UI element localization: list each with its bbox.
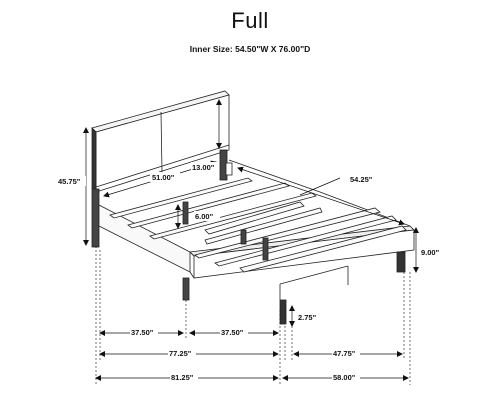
headboard-width-label: 51.00"	[152, 173, 175, 182]
side-rail-line	[237, 166, 405, 226]
headboard-height-label: 45.75"	[58, 177, 81, 186]
inner-width-label: 47.75"	[333, 349, 356, 358]
inner-size-label: Inner Size: 54.50"W X 76.00"D	[189, 44, 311, 54]
slats	[109, 177, 407, 273]
bed-illustration	[91, 90, 415, 325]
footboard-height-label: 9.00"	[421, 248, 440, 257]
leg-spacing-right-label: 37.50"	[221, 328, 244, 337]
slat-clearance-label: 6.00"	[195, 212, 214, 221]
inner-length-label: 77.25"	[169, 349, 192, 358]
leg-spacing-left-label: 37.50"	[131, 328, 154, 337]
panel-height-label: 13.00"	[192, 163, 215, 172]
overall-width-label: 58.00"	[333, 373, 356, 382]
leg-height-label: 2.75"	[298, 313, 317, 322]
side-rail-label: 54.25"	[350, 175, 373, 184]
rail-bracket	[225, 162, 233, 176]
extension-lines	[95, 246, 411, 385]
product-size-title: Full	[231, 8, 269, 33]
dimension-labels: 45.75" 51.00" 13.00" 54.25" 6.00" 9.00" …	[56, 162, 440, 382]
overall-length-label: 81.25"	[171, 373, 194, 382]
dimension-lines	[83, 99, 419, 385]
side-rail-leader	[299, 177, 341, 196]
